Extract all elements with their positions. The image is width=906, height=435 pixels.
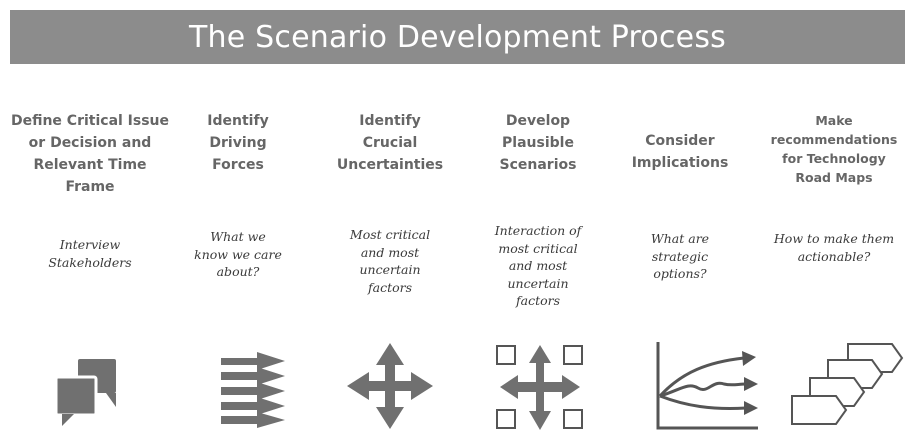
four-way-arrows-icon bbox=[347, 343, 433, 429]
speech-bubbles-icon bbox=[54, 359, 116, 426]
stacked-arrows-icon bbox=[221, 352, 285, 428]
step-description: How to make them actionable? bbox=[773, 231, 895, 264]
arrows-boxes-icon bbox=[496, 345, 583, 430]
step-heading: Consider Implications bbox=[631, 133, 729, 171]
step-define-critical-issue: Define Critical Issue or Decision and Re… bbox=[5, 0, 175, 435]
step-consider-implications: Consider Implications What are strategic… bbox=[620, 0, 758, 435]
step-develop-plausible-scenarios: Develop Plausible Scenarios Interaction … bbox=[478, 0, 598, 435]
step-identify-crucial-uncertainties: Identify Crucial Uncertainties Most crit… bbox=[325, 0, 455, 435]
roadmap-chevrons-icon bbox=[791, 343, 904, 425]
step-heading: Identify Driving Forces bbox=[207, 113, 269, 173]
page-title: The Scenario Development Process bbox=[189, 19, 726, 55]
diverging-lines-chart-icon bbox=[656, 342, 758, 430]
step-heading: Identify Crucial Uncertainties bbox=[336, 113, 444, 173]
step-description: What we know we care about? bbox=[194, 229, 282, 279]
step-description: Interview Stakeholders bbox=[48, 237, 132, 270]
step-make-recommendations: Make recommendations for Technology Road… bbox=[768, 0, 904, 435]
title-banner: The Scenario Development Process bbox=[10, 10, 905, 64]
step-description: What are strategic options? bbox=[650, 231, 710, 281]
step-identify-driving-forces: Identify Driving Forces What we know we … bbox=[178, 0, 298, 435]
step-heading: Define Critical Issue or Decision and Re… bbox=[10, 113, 170, 195]
step-description: Most critical and most uncertain factors bbox=[349, 227, 431, 295]
step-description: Interaction of most critical and most un… bbox=[494, 223, 582, 308]
step-heading: Develop Plausible Scenarios bbox=[499, 113, 577, 173]
step-heading: Make recommendations for Technology Road… bbox=[770, 113, 898, 185]
